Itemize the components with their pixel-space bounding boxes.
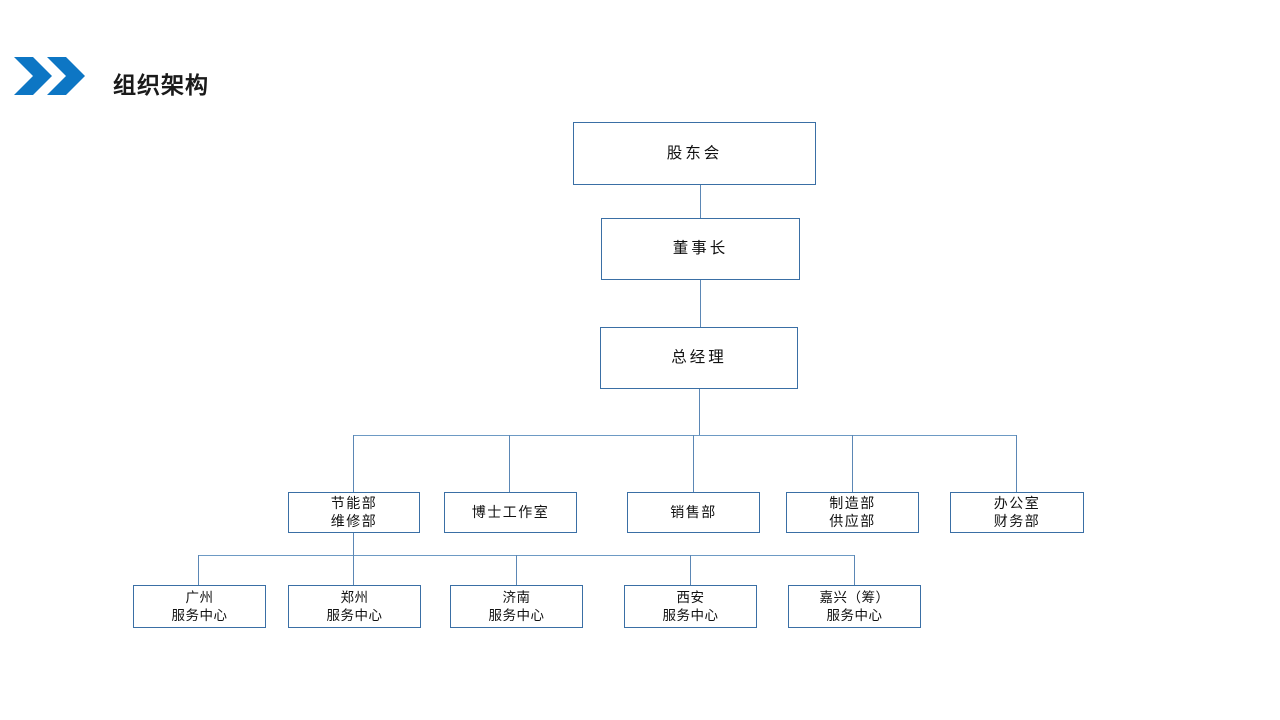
- connector-bus-to-sc-jiaxing: [854, 555, 855, 585]
- org-node-label-line1: 办公室: [993, 494, 1041, 511]
- org-node-label-line1: 嘉兴（筹）: [819, 590, 890, 606]
- org-node-dept-office-finance[interactable]: 办公室 财务部: [950, 492, 1084, 533]
- org-node-label-line2: 服务中心: [171, 607, 228, 623]
- org-node-label-line2: 服务中心: [826, 607, 883, 623]
- connector-bus-to-dept-office: [1016, 435, 1017, 492]
- org-node-label-line1: 销售部: [670, 503, 717, 520]
- org-node-label-line2: 维修部: [330, 512, 378, 529]
- connector-bus-to-sc-jinan: [516, 555, 517, 585]
- org-node-label-line1: 西安: [676, 590, 705, 606]
- org-node-service-center-guangzhou[interactable]: 广州 服务中心: [133, 585, 266, 628]
- org-node-label-line1: 博士工作室: [471, 503, 550, 520]
- connector-bus-to-dept-doctor: [509, 435, 510, 492]
- connector-bus-to-sc-guangzhou: [198, 555, 199, 585]
- org-node-dept-manufacturing-supply[interactable]: 制造部 供应部: [786, 492, 919, 533]
- org-node-service-center-zhengzhou[interactable]: 郑州 服务中心: [288, 585, 421, 628]
- connector-dept-energy-to-sc-bus: [353, 533, 354, 555]
- org-node-label-line2: 财务部: [993, 512, 1041, 529]
- org-node-dept-doctor-studio[interactable]: 博士工作室: [444, 492, 577, 533]
- org-node-label-line1: 节能部: [330, 494, 378, 511]
- slide-header: 组织架构: [0, 0, 1280, 120]
- connector-chairman-to-gm: [700, 280, 701, 327]
- org-node-chairman[interactable]: 董事长: [601, 218, 800, 280]
- org-node-service-center-jinan[interactable]: 济南 服务中心: [450, 585, 583, 628]
- org-node-label-line1: 广州: [185, 590, 214, 606]
- connector-bus-to-dept-mfg: [852, 435, 853, 492]
- org-node-service-center-xian[interactable]: 西安 服务中心: [624, 585, 757, 628]
- org-node-label-line1: 总经理: [671, 349, 727, 367]
- org-node-label-line1: 制造部: [829, 494, 876, 511]
- org-node-label-line1: 济南: [502, 590, 531, 606]
- org-node-label-line2: 供应部: [829, 512, 876, 529]
- org-node-shareholders[interactable]: 股东会: [573, 122, 816, 185]
- connector-bus-to-sc-xian: [690, 555, 691, 585]
- org-node-service-center-jiaxing[interactable]: 嘉兴（筹） 服务中心: [788, 585, 921, 628]
- connector-bus-to-dept-energy: [353, 435, 354, 492]
- org-node-label-line1: 郑州: [340, 590, 369, 606]
- connector-dept-bus: [353, 435, 1017, 436]
- org-node-label-line2: 服务中心: [326, 607, 383, 623]
- org-node-dept-sales[interactable]: 销售部: [627, 492, 760, 533]
- double-chevron-right-icon: [14, 57, 90, 95]
- org-node-label-line1: 股东会: [666, 144, 723, 162]
- org-node-general-manager[interactable]: 总经理: [600, 327, 798, 389]
- connector-bus-to-sc-zhengzhou: [353, 555, 354, 585]
- org-node-label-line2: 服务中心: [488, 607, 545, 623]
- connector-service-center-bus: [198, 555, 855, 556]
- connector-bus-to-dept-sales: [693, 435, 694, 492]
- page-title: 组织架构: [113, 72, 209, 98]
- connector-gm-to-dept-bus: [699, 389, 700, 435]
- org-node-label-line2: 服务中心: [662, 607, 719, 623]
- org-node-label-line1: 董事长: [672, 240, 729, 258]
- org-node-dept-energy-maintenance[interactable]: 节能部 维修部: [288, 492, 420, 533]
- connector-shareholders-to-chairman: [700, 185, 701, 218]
